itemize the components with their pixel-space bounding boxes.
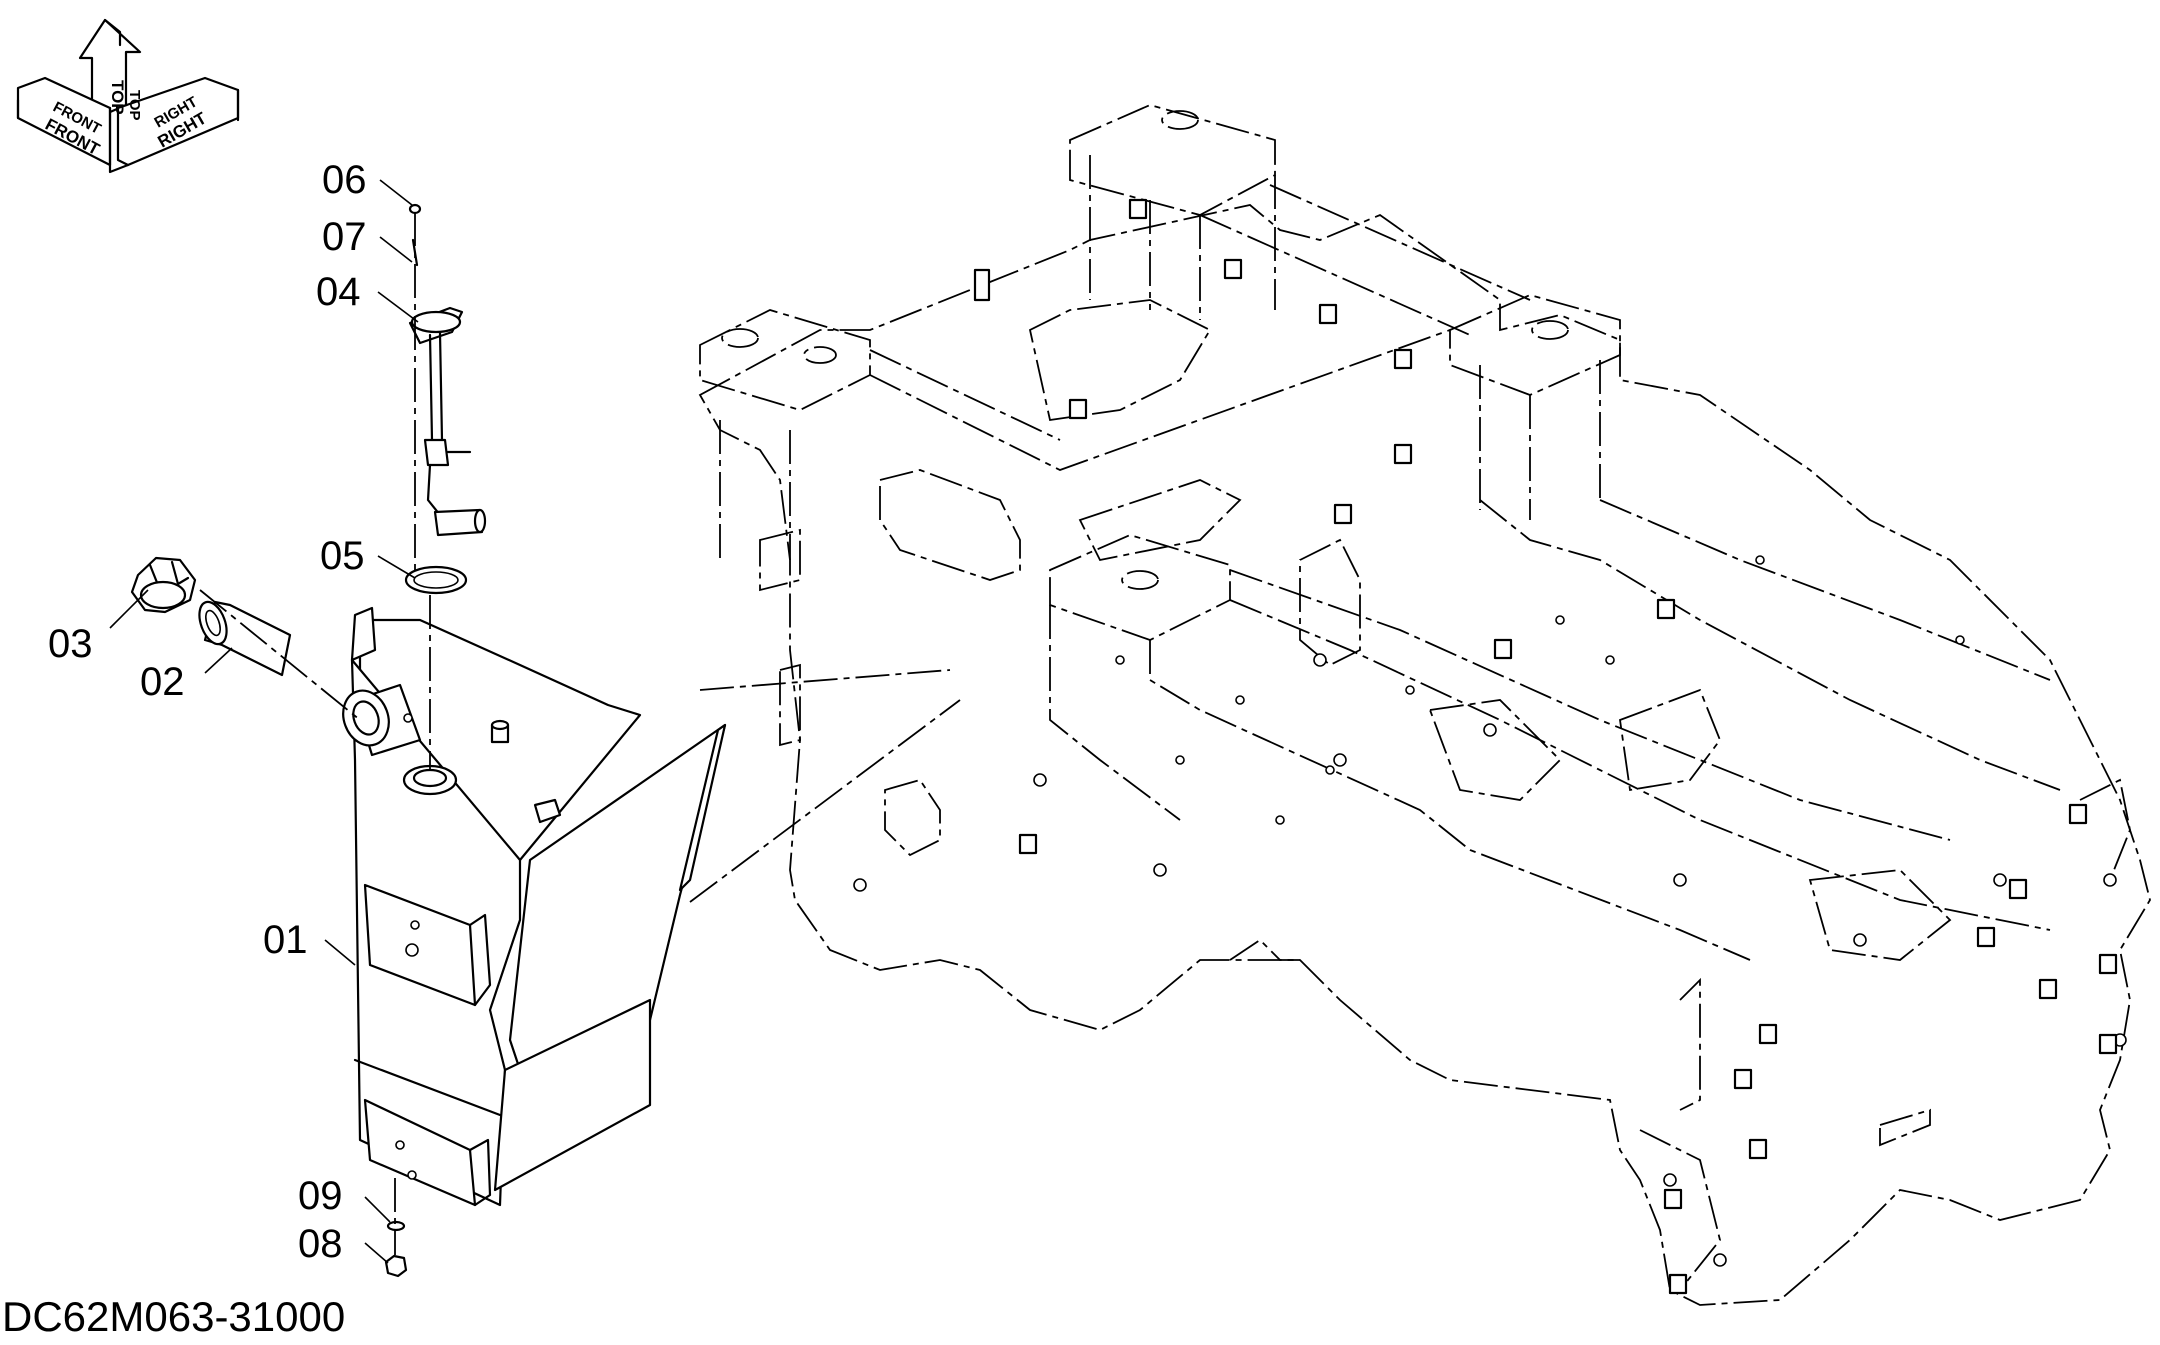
drawing-number: DC62M063-31000: [2, 1293, 346, 1340]
callout-03: 03: [48, 622, 93, 666]
callout-leaders: [109, 179, 419, 1264]
callout-05: 05: [320, 534, 365, 578]
fuel-cap: [130, 556, 197, 614]
callout-06: 06: [322, 158, 367, 202]
filler-hose: [198, 600, 292, 677]
orientation-top-label-small: TOP: [126, 90, 143, 121]
fuel-tank: [342, 606, 727, 1207]
callout-09: 09: [298, 1174, 343, 1218]
hardware-fasteners: [384, 203, 422, 1278]
assembly-center-lines: [199, 212, 961, 1255]
callout-08: 08: [298, 1222, 343, 1266]
callout-07: 07: [322, 215, 367, 259]
fuel-level-sender: [408, 306, 487, 537]
callout-04: 04: [316, 270, 361, 314]
callout-02: 02: [140, 660, 185, 704]
main-frame-phantom: [698, 104, 2151, 1306]
orientation-top-label: TOP: [108, 80, 127, 115]
gasket-ring: [404, 565, 468, 595]
callout-01: 01: [263, 918, 308, 962]
orientation-indicator: FRONT FRONT TOP TOP RIGHT RIGHT: [16, 18, 240, 174]
